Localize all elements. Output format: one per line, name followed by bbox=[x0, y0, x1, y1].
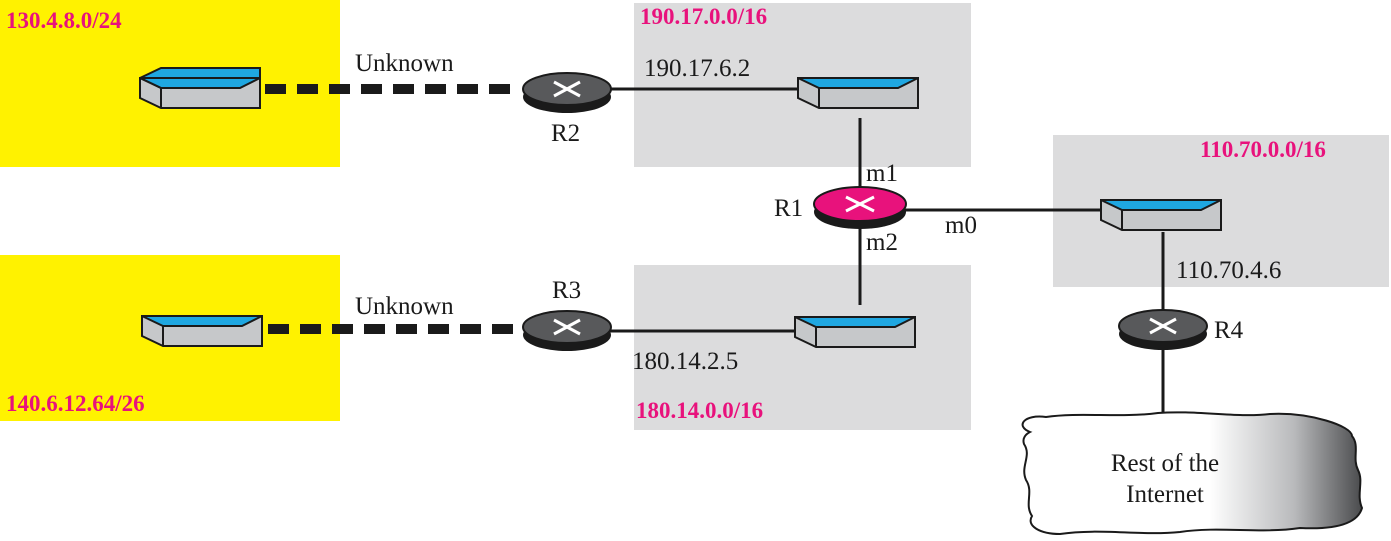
switch-icon bbox=[797, 77, 919, 109]
interface-label-m1: m1 bbox=[866, 160, 898, 187]
network-label-190: 190.17.0.0/16 bbox=[640, 4, 767, 29]
switch-icon bbox=[1100, 199, 1222, 231]
network-label-180: 180.14.0.0/16 bbox=[636, 398, 763, 423]
router-icon bbox=[522, 310, 612, 351]
network-label-130: 130.4.8.0/24 bbox=[6, 8, 122, 33]
router-icon bbox=[1118, 309, 1208, 350]
router-icon bbox=[522, 72, 612, 113]
cloud-icon bbox=[1021, 411, 1364, 536]
switch-icon bbox=[139, 67, 261, 109]
router-label-r3: R3 bbox=[552, 277, 581, 304]
address-label-110: 110.70.4.6 bbox=[1176, 257, 1281, 284]
address-label-180: 180.14.2.5 bbox=[632, 348, 738, 375]
internet-label-line2: Internet bbox=[1126, 481, 1204, 508]
interface-label-m0: m0 bbox=[945, 212, 977, 239]
links bbox=[610, 87, 1165, 418]
unknown-label-bottom: Unknown bbox=[355, 293, 454, 320]
router-label-r4: R4 bbox=[1214, 317, 1244, 344]
unknown-label-top: Unknown bbox=[355, 50, 454, 77]
internet-label-line1: Rest of the bbox=[1111, 450, 1219, 477]
router-icon bbox=[813, 186, 907, 229]
address-label-190: 190.17.6.2 bbox=[644, 55, 750, 82]
switch-icon bbox=[141, 315, 263, 347]
switch-icon bbox=[794, 316, 916, 348]
interface-label-m2: m2 bbox=[866, 229, 898, 256]
network-label-110: 110.70.0.0/16 bbox=[1200, 137, 1326, 162]
router-label-r2: R2 bbox=[551, 120, 580, 147]
router-label-r1: R1 bbox=[774, 195, 803, 222]
network-label-140: 140.6.12.64/26 bbox=[6, 391, 145, 416]
